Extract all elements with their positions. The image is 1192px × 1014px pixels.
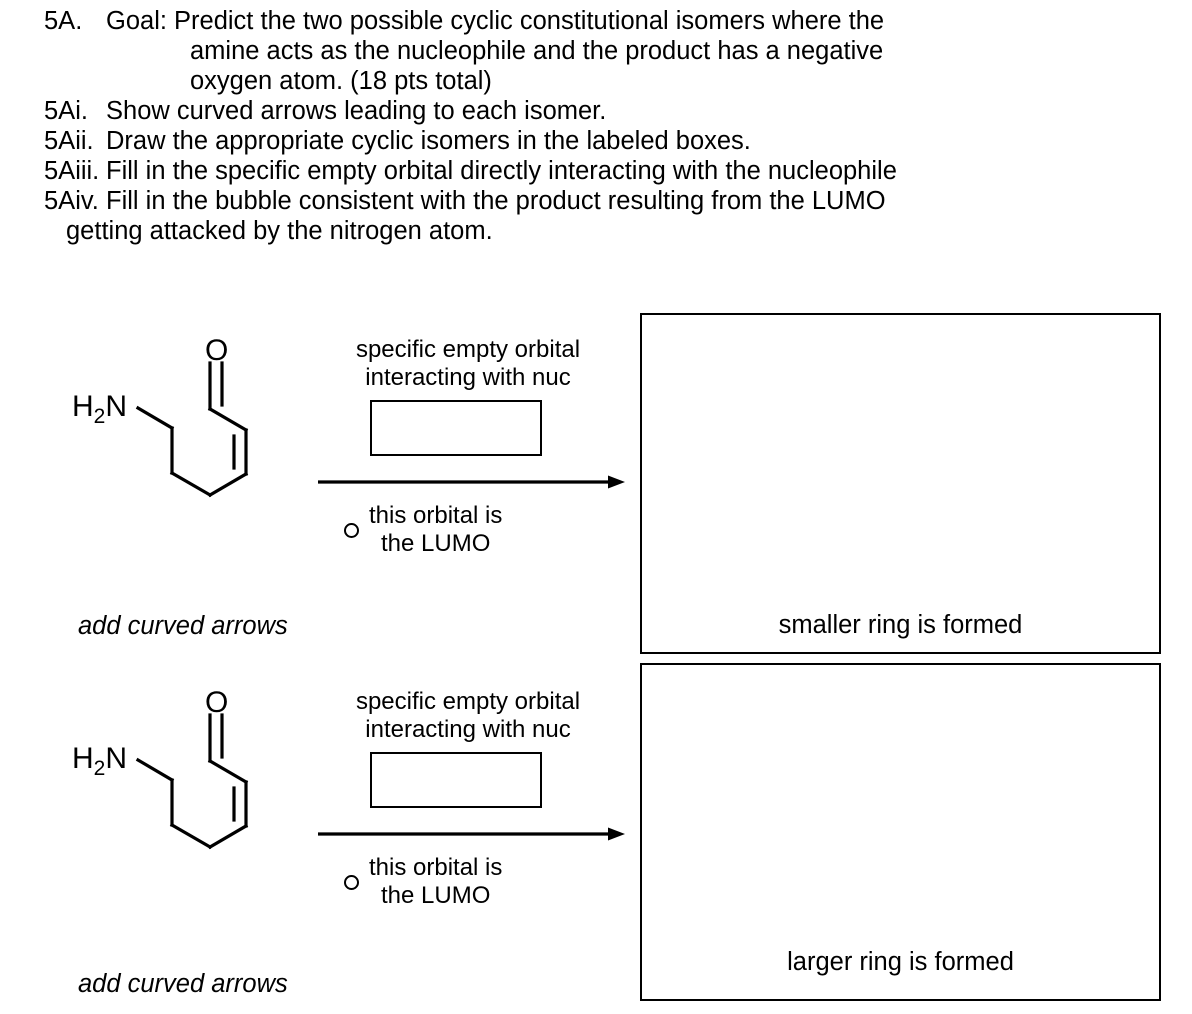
instruction-label-5Aii: 5Aii. — [44, 127, 94, 155]
amine-h: H — [72, 742, 94, 775]
amine-h: H — [72, 390, 94, 423]
instructions-block: 5A. Goal: Predict the two possible cycli… — [44, 6, 1174, 246]
instruction-line-5Aii: 5Aii. Draw the appropriate cyclic isomer… — [44, 126, 1174, 156]
bond-c2-c3 — [169, 822, 213, 850]
instruction-text-5Aiv: Fill in the bubble consistent with the p… — [106, 187, 886, 215]
bond-n-c1 — [135, 405, 175, 431]
instruction-line-5Aiv: 5Aiv. Fill in the bubble consistent with… — [44, 186, 1174, 216]
instruction-line-5Ai: 5Ai. Show curved arrows leading to each … — [44, 96, 1174, 126]
lumo-bubble-radio-1[interactable] — [344, 522, 359, 538]
product-box-label-smaller: smaller ring is formed — [778, 611, 1023, 639]
amine-subscript: 2 — [93, 405, 106, 428]
bond-c2-c3 — [169, 470, 213, 498]
instruction-label-5Aiii: 5Aiii. — [44, 157, 100, 185]
reaction-arrow-1 — [318, 475, 625, 489]
bond-c3-c4 — [207, 823, 249, 850]
product-box-label-larger: larger ring is formed — [787, 948, 1014, 976]
amine-label: H2N — [72, 392, 127, 432]
instruction-label-5Ai: 5Ai. — [44, 97, 88, 125]
reactant-structure-2: H2N O — [70, 682, 320, 862]
bond-n-c1 — [135, 757, 175, 783]
orbital-caption-line1: specific empty orbital — [355, 688, 581, 715]
instruction-line-5A: 5A. Goal: Predict the two possible cycli… — [44, 6, 1174, 36]
carbonyl-oxygen-label: O — [205, 686, 229, 719]
instruction-label-5A: 5A. — [44, 7, 83, 35]
instruction-text-5Aiii: Fill in the specific empty orbital direc… — [106, 157, 897, 185]
bond-c3-c4 — [207, 471, 249, 498]
orbital-caption-line1: specific empty orbital — [355, 336, 581, 363]
product-answer-box-larger-ring[interactable]: larger ring is formed — [640, 663, 1161, 1001]
carbonyl-oxygen-label: O — [205, 334, 229, 367]
orbital-caption-line2: interacting with nuc — [365, 364, 571, 391]
bond-c5-c6 — [207, 758, 249, 785]
lumo-line2: the LUMO — [381, 882, 491, 909]
reaction-arrow-2 — [318, 827, 625, 841]
add-curved-arrows-note-2: add curved arrows — [78, 970, 288, 998]
skeletal-structure-svg — [135, 361, 249, 498]
lumo-line1: this orbital is — [369, 502, 503, 529]
lumo-line2: the LUMO — [381, 530, 491, 557]
amine-subscript: 2 — [93, 757, 106, 780]
skeletal-structure-svg-2 — [135, 713, 249, 850]
instruction-text-5A: Goal: Predict the two possible cyclic co… — [106, 7, 885, 35]
orbital-answer-box-2[interactable] — [370, 752, 542, 808]
product-answer-box-smaller-ring[interactable]: smaller ring is formed — [640, 313, 1161, 654]
orbital-caption-line2: interacting with nuc — [365, 716, 571, 743]
instruction-line-5Aiii: 5Aiii. Fill in the specific empty orbita… — [44, 156, 1174, 186]
amine-label: H2N — [72, 744, 127, 784]
instruction-5A-continuation-1: amine acts as the nucleophile and the pr… — [190, 37, 884, 65]
instruction-5Aiv-continuation: getting attacked by the nitrogen atom. — [66, 217, 493, 245]
instruction-5A-continuation-2: oxygen atom. (18 pts total) — [190, 67, 492, 95]
instruction-text-5Ai: Show curved arrows leading to each isome… — [106, 97, 607, 125]
instruction-label-5Aiv: 5Aiv. — [44, 187, 99, 215]
amine-nitrogen: N — [105, 390, 128, 423]
bond-c5-c6 — [207, 406, 249, 433]
lumo-line1: this orbital is — [369, 854, 503, 881]
lumo-bubble-radio-2[interactable] — [344, 874, 359, 890]
instruction-text-5Aii: Draw the appropriate cyclic isomers in t… — [106, 127, 751, 155]
orbital-answer-box-1[interactable] — [370, 400, 542, 456]
reactant-structure-1: H2N O — [70, 330, 320, 510]
amine-nitrogen: N — [105, 742, 128, 775]
add-curved-arrows-note-1: add curved arrows — [78, 612, 288, 640]
